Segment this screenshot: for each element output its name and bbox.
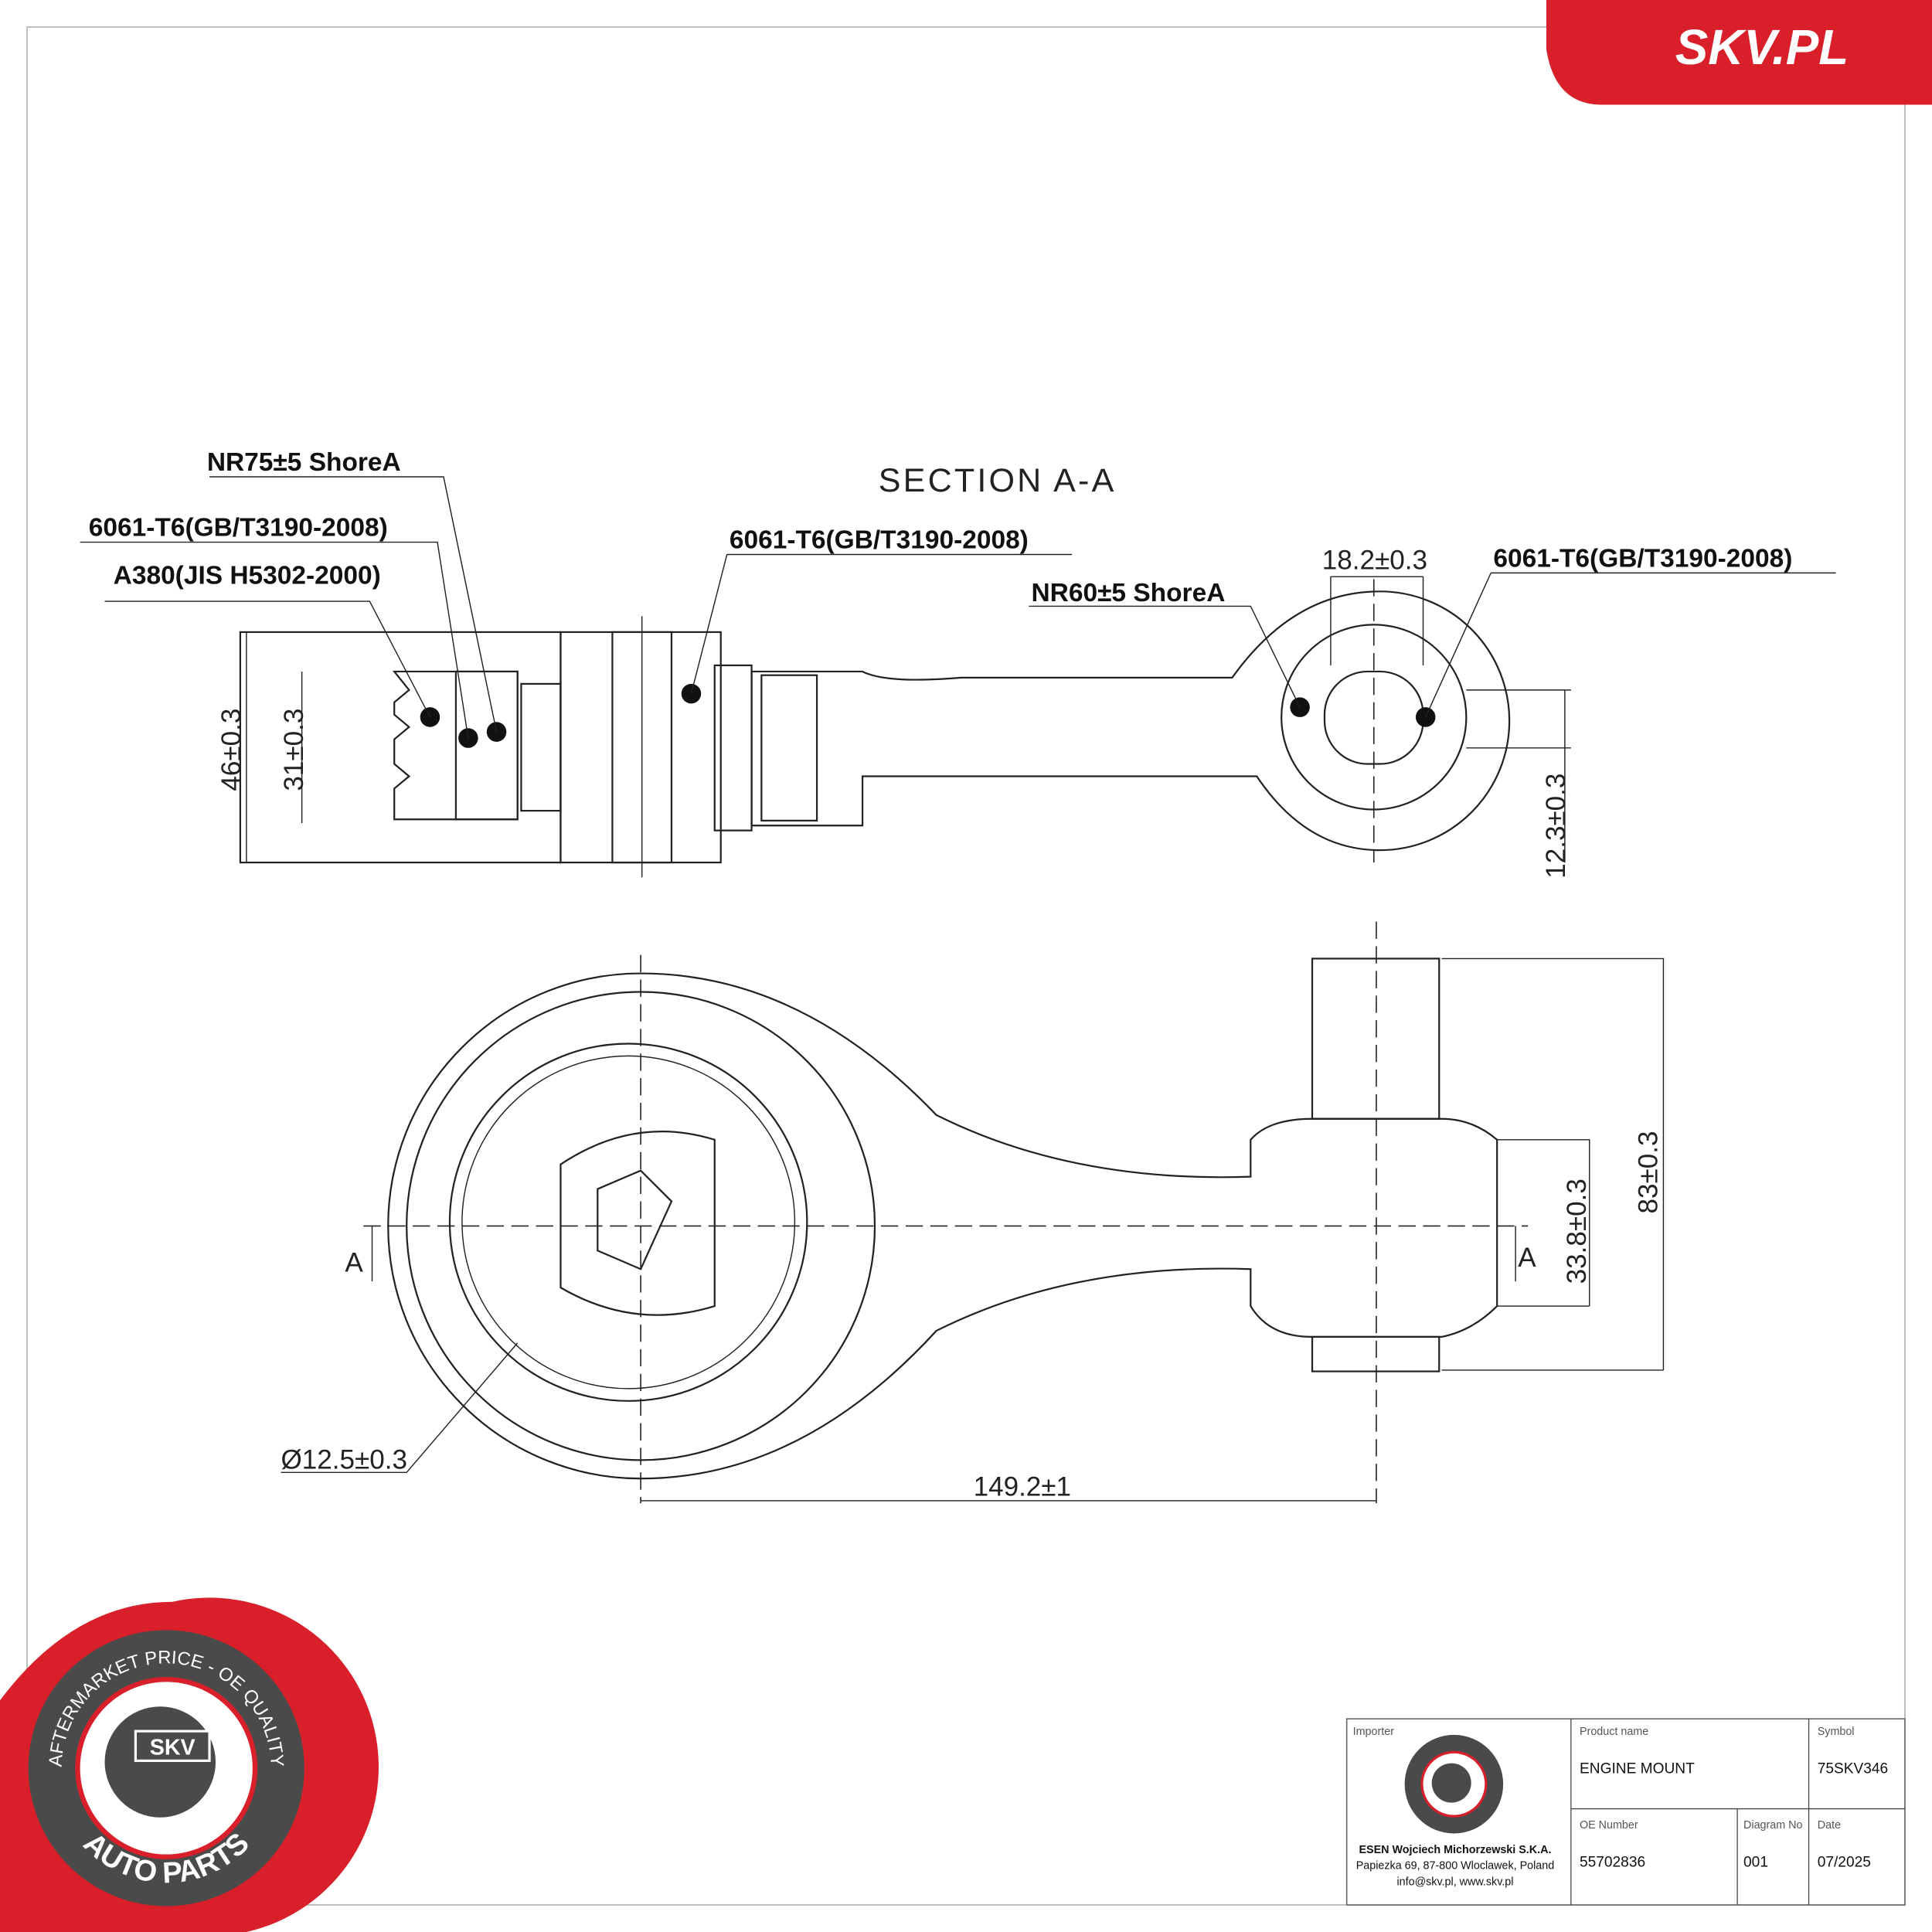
oe-label: OE Number [1580, 1819, 1638, 1832]
label-nr60: NR60±5 ShoreA [1032, 579, 1226, 607]
product-value: ENGINE MOUNT [1580, 1760, 1695, 1777]
label-a380: A380(JIS H5302-2000) [114, 562, 381, 590]
section-mark-right: A [1518, 1243, 1536, 1273]
product-label: Product name [1580, 1726, 1648, 1738]
oe-value: 55702836 [1580, 1854, 1645, 1870]
importer-contact: info@skv.pl, www.skv.pl [1396, 1876, 1513, 1888]
label-alu-right: 6061-T6(GB/T3190-2008) [1493, 544, 1792, 573]
skv-stamp-logo: SKV AFTERMARKET PRICE - OE QUALITY AUTO … [0, 1597, 379, 1932]
dim-83: 83±0.3 [1633, 1131, 1663, 1213]
svg-text:SKV: SKV [150, 1735, 196, 1760]
label-alu-left: 6061-T6(GB/T3190-2008) [89, 514, 388, 543]
label-nr75: NR75±5 ShoreA [207, 448, 401, 477]
dim-18: 18.2±0.3 [1322, 546, 1427, 576]
symbol-label: Symbol [1818, 1726, 1855, 1738]
dim-12: 12.3±0.3 [1541, 774, 1571, 879]
importer-label: Importer [1353, 1726, 1395, 1738]
section-mark-left: A [345, 1247, 363, 1277]
dim-149: 149.2±1 [974, 1472, 1072, 1502]
site-label: SKV.PL [1675, 19, 1849, 75]
importer-address: Papiezka 69, 87-800 Wloclawek, Poland [1356, 1860, 1554, 1872]
symbol-value: 75SKV346 [1818, 1760, 1888, 1777]
dim-dia125: Ø12.5±0.3 [281, 1445, 407, 1475]
dim-33: 33.8±0.3 [1562, 1179, 1592, 1284]
dim-31: 31±0.3 [279, 709, 309, 791]
section-view: SECTION A-A NR75±5 ShoreA 6061-T6(GB/T31… [80, 448, 1836, 879]
brand-tab[interactable]: SKV.PL [1546, 0, 1932, 105]
sheet-frame [26, 26, 1906, 1906]
importer-logo [1404, 1734, 1504, 1834]
date-value: 07/2025 [1818, 1854, 1871, 1870]
diagram-label: Diagram No [1743, 1819, 1802, 1832]
label-alu-mid: 6061-T6(GB/T3190-2008) [730, 526, 1029, 555]
title-block: Importer ESEN Wojciech Michorzewski S.K.… [1345, 1718, 1906, 1906]
section-title: SECTION A-A [879, 462, 1117, 499]
importer-name: ESEN Wojciech Michorzewski S.K.A. [1359, 1844, 1551, 1856]
dim-46: 46±0.3 [216, 709, 247, 791]
date-label: Date [1818, 1819, 1841, 1832]
diagram-value: 001 [1743, 1854, 1768, 1870]
plan-view: 83±0.3 33.8±0.3 149.2±1 Ø12.5±0.3 A A [281, 921, 1665, 1504]
